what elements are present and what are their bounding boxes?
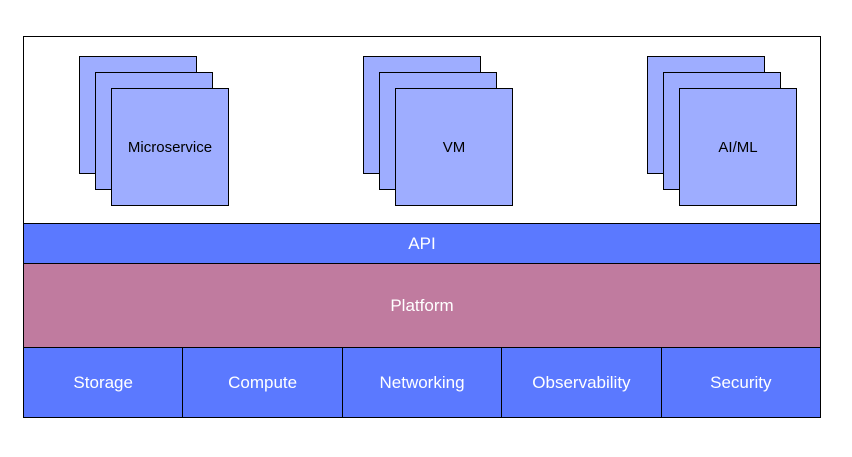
infra-cell-networking: Networking: [342, 348, 503, 417]
workload-card-ai-ml: AI/ML: [679, 88, 797, 206]
workload-stack-ai-ml: AI/ML: [647, 56, 799, 207]
infrastructure-layer: Storage Compute Networking Observability…: [24, 347, 821, 417]
workload-card-vm: VM: [395, 88, 513, 206]
workload-stack-microservice: Microservice: [79, 56, 231, 207]
workload-stack-vm: VM: [363, 56, 515, 207]
infra-cell-compute: Compute: [183, 348, 343, 417]
workload-card-microservice: Microservice: [111, 88, 229, 206]
api-layer: API: [24, 223, 820, 263]
platform-layer: Platform: [24, 263, 820, 347]
infra-cell-observability: Observability: [502, 348, 662, 417]
infra-cell-storage: Storage: [24, 348, 184, 417]
infra-cell-security: Security: [661, 348, 821, 417]
architecture-diagram: Microservice VM AI/ML API Platform Stora…: [23, 36, 821, 418]
workload-layer: Microservice VM AI/ML: [24, 37, 820, 223]
